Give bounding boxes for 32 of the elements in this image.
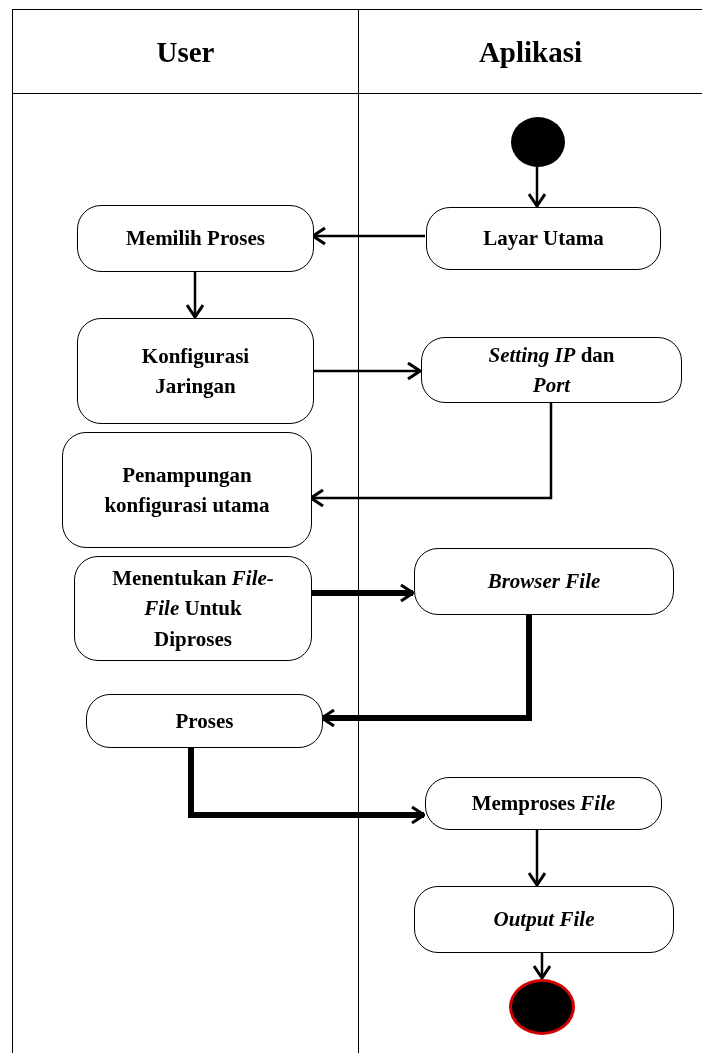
activity-label: Layar Utama [483,225,604,253]
arrow [527,829,547,887]
activity-box [414,886,674,953]
activity-box [77,318,314,424]
swimlane [358,9,702,1053]
activity-label: Penampungan konfigurasi utama [103,461,271,519]
activity-box [77,205,314,272]
activity-box [425,777,662,830]
activity-label: Memproses File [471,790,616,818]
activity-label: Konfigurasi Jaringan [140,342,251,400]
activity-label: Proses [175,707,234,735]
activity-box [62,432,312,548]
swimlane [12,9,358,1053]
arrow [313,361,422,381]
activity-box [421,337,682,403]
activity-box [74,556,312,661]
activity-box [414,548,674,615]
activity-label: Setting IP dan Port [487,341,616,399]
lane-title: Aplikasi [478,35,583,69]
arrow [188,747,426,825]
activity-label: Menentukan File-File Untuk Diproses [111,564,275,653]
arrow [532,952,552,980]
initial-node [511,117,565,167]
arrow [311,583,415,603]
lane-title: User [156,35,215,69]
activity-label: Memilih Proses [126,225,265,253]
arrow [185,271,205,319]
activity-label: Browser File [487,568,601,596]
arrow [527,166,547,208]
activity-box [86,694,323,748]
activity-box [426,207,661,270]
activity-label: Output File [493,906,595,934]
